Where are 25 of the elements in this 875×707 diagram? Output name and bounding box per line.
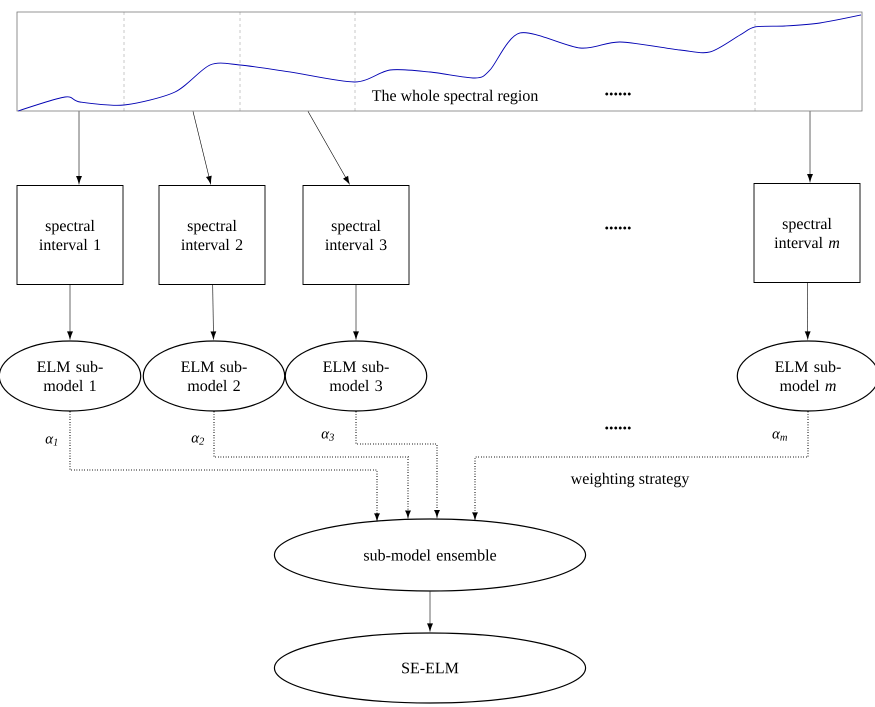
weight-arrow (355, 412, 440, 516)
annotation-text: weighting strategy (570, 472, 690, 488)
weight-arrow (472, 412, 809, 518)
ellipsis: ...... (605, 226, 631, 230)
arrow (67, 284, 73, 340)
weight-arrow (69, 412, 380, 520)
interval-box: spectral interval 1 (16, 185, 124, 285)
interval-box: spectral interval 3 (302, 185, 410, 285)
arrow (76, 111, 82, 184)
arrow (210, 284, 216, 340)
arrow (807, 111, 813, 182)
arrow (427, 591, 433, 632)
arrow (804, 282, 810, 340)
arrow (353, 284, 359, 340)
arrow (308, 111, 350, 184)
edge-label: α$_{1}$ (44, 435, 60, 447)
ellipsis: ...... (605, 426, 631, 430)
interval-box: spectral interval 2 (158, 185, 266, 285)
edge-label: α$_{3}$ (320, 430, 336, 442)
edge-label: α$_{m}$ (771, 430, 789, 442)
spectrum-plot-box: The whole spectral region ...... (16, 12, 862, 112)
weight-arrow (213, 412, 410, 517)
arrow (192, 111, 212, 184)
interval-box: spectral interval m (754, 183, 860, 283)
edge-label: α$_{2}$ (190, 434, 206, 446)
